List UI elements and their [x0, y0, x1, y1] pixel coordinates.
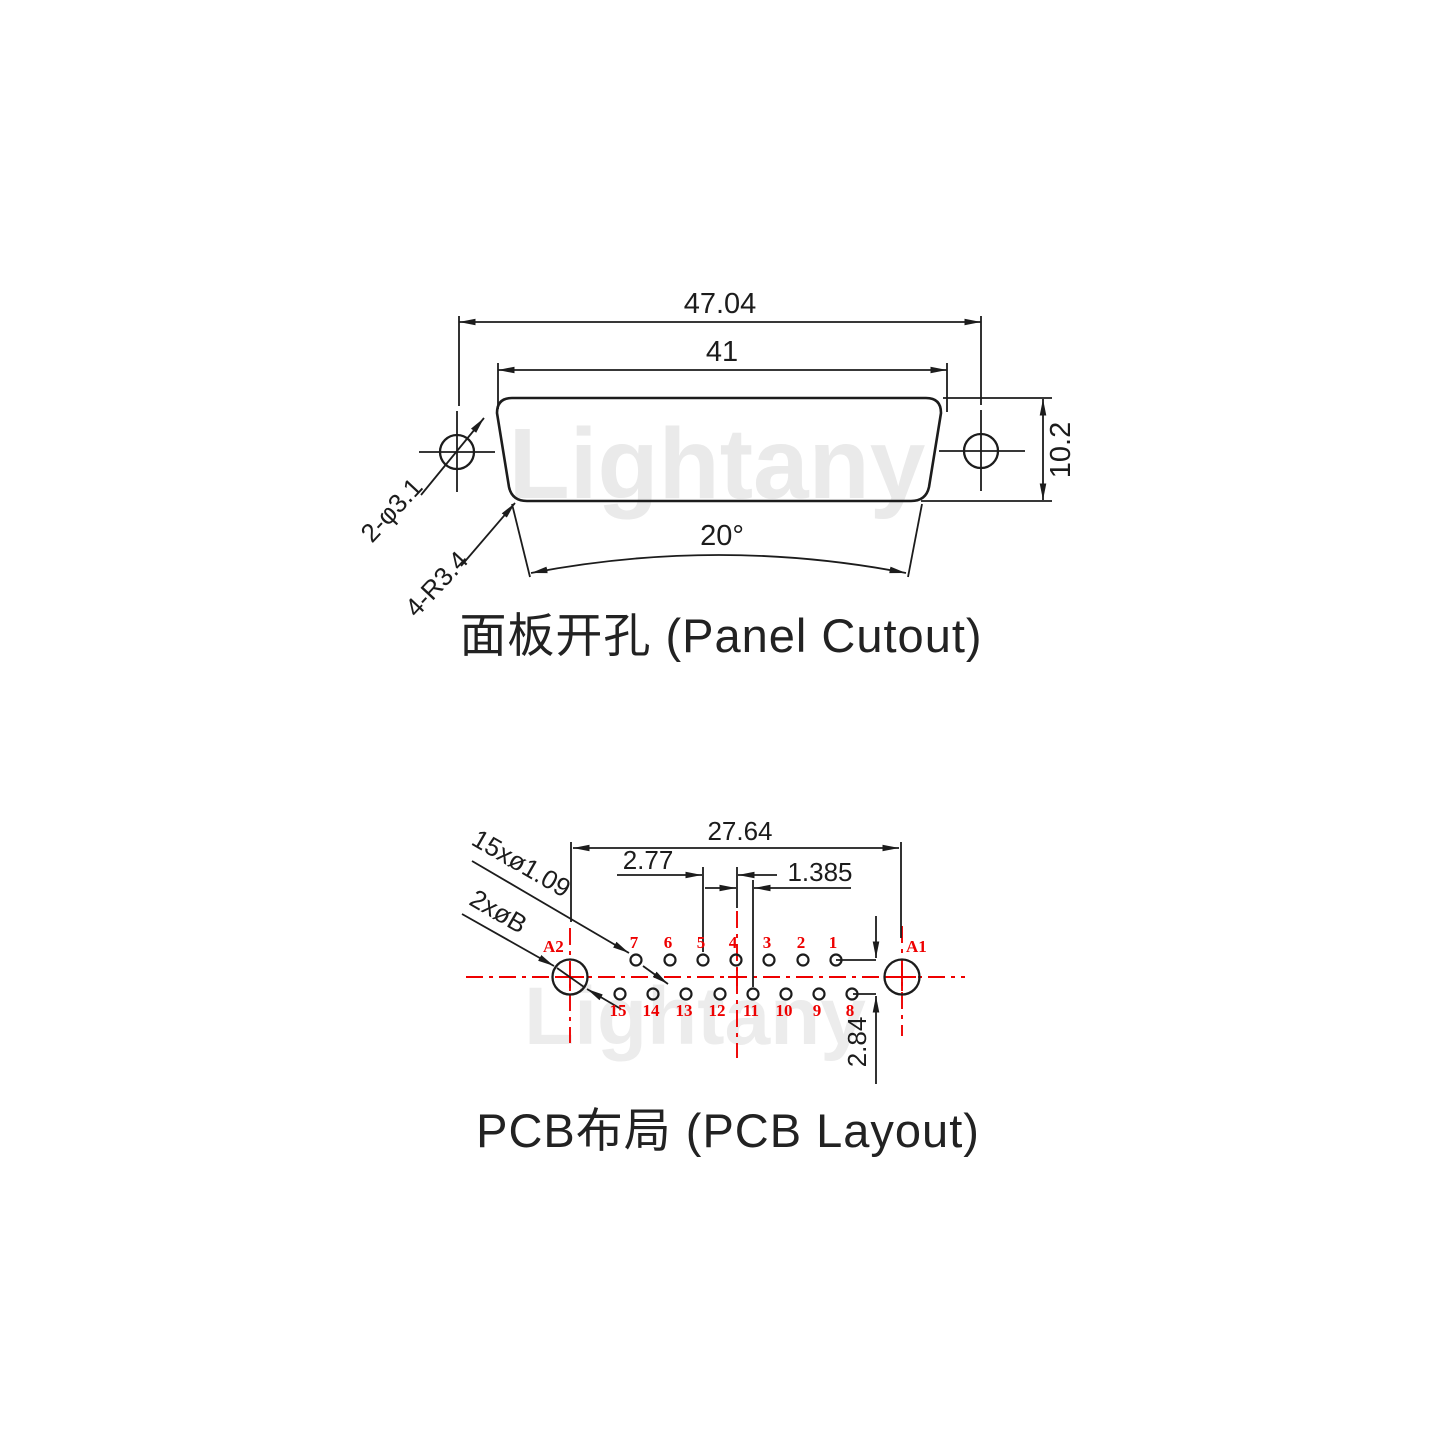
pin-hole-7 — [629, 953, 643, 967]
leader-line-corner-radius — [460, 502, 516, 567]
dim-row-offset-y: 2.84 — [842, 1017, 872, 1068]
pin-number-15: 15 — [610, 1001, 627, 1020]
dim-row-offset-x: 1.385 — [787, 857, 852, 887]
pin-hole-12 — [713, 987, 727, 1001]
pin-hole-5 — [696, 953, 710, 967]
pin-hole-9 — [812, 987, 826, 1001]
leader-line-pin-holes — [471, 860, 630, 954]
dim-pin-pitch: 2.77 — [623, 845, 674, 875]
pin-hole-2 — [796, 953, 810, 967]
label-a2: A2 — [543, 937, 564, 956]
pin-number-8: 8 — [846, 1001, 855, 1020]
watermark-top: Lightany — [509, 408, 926, 520]
pin-number-7: 7 — [630, 933, 639, 952]
mount-hole-a1 — [883, 958, 921, 996]
pin-number-12: 12 — [709, 1001, 726, 1020]
leader-line-mount-holes — [586, 988, 622, 1010]
pin-hole-6 — [663, 953, 677, 967]
dim-angle: 20° — [700, 520, 744, 552]
pin-number-3: 3 — [763, 933, 772, 952]
pin-number-13: 13 — [676, 1001, 693, 1020]
label-mount-holes-b: 2xøB — [465, 883, 533, 939]
dim-mount-span: 27.64 — [707, 816, 772, 846]
pcb-layout-title: PCB布局 (PCB Layout) — [476, 1104, 980, 1157]
mount-hole-a2 — [551, 958, 589, 996]
dim-inner-width: 41 — [706, 336, 738, 368]
pin-number-1: 1 — [829, 933, 838, 952]
leader-line-mount-holes — [556, 967, 585, 988]
pin-hole-14 — [646, 987, 660, 1001]
angle-ext-line — [907, 503, 923, 578]
angle-ext-line — [511, 503, 531, 578]
pin-hole-13 — [679, 987, 693, 1001]
pin-hole-4 — [729, 953, 743, 967]
pin-number-6: 6 — [664, 933, 673, 952]
watermark-bottom: Lightany — [524, 971, 866, 1062]
pin-number-11: 11 — [743, 1001, 759, 1020]
pin-hole-10 — [779, 987, 793, 1001]
pin-number-9: 9 — [813, 1001, 822, 1020]
dim-height: 10.2 — [1045, 422, 1077, 478]
pin-number-2: 2 — [797, 933, 806, 952]
pin-number-4: 4 — [729, 933, 738, 952]
leader-line-pin-holes — [642, 965, 669, 985]
pin-number-5: 5 — [697, 933, 706, 952]
pin-hole-11 — [746, 987, 760, 1001]
label-mount-holes: 2-φ3.1 — [354, 472, 428, 548]
pin-hole-3 — [762, 953, 776, 967]
pin-number-14: 14 — [643, 1001, 661, 1020]
pin-number-10: 10 — [776, 1001, 793, 1020]
leader-line-mount-holes — [461, 913, 555, 967]
angle-arc — [530, 554, 907, 574]
dim-outer-width: 47.04 — [684, 288, 757, 320]
pin-hole-15 — [613, 987, 627, 1001]
label-a1: A1 — [906, 937, 927, 956]
panel-cutout-title: 面板开孔 (Panel Cutout) — [459, 609, 982, 662]
leader-line-mount-holes — [420, 417, 485, 496]
